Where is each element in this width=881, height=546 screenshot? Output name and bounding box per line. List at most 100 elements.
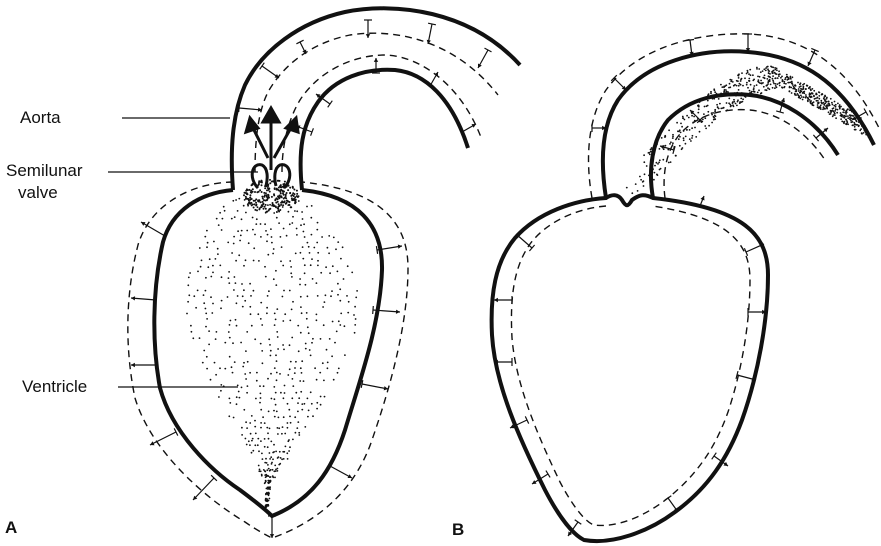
- stipple-dot: [249, 372, 251, 374]
- stipple-dot: [779, 73, 781, 75]
- stipple-dot: [245, 438, 247, 440]
- stipple-dot: [217, 253, 219, 255]
- stipple-dot: [274, 465, 276, 467]
- stipple-dot: [653, 179, 655, 181]
- stipple-dot: [826, 98, 828, 100]
- stipple-dot: [236, 403, 238, 405]
- stipple-dot: [760, 80, 762, 82]
- stipple-dot: [692, 135, 694, 137]
- stipple-dot: [244, 300, 246, 302]
- stipple-dot: [277, 180, 279, 182]
- stipple-dot: [643, 161, 645, 163]
- stipple-dot: [286, 202, 288, 204]
- stipple-dot: [221, 300, 223, 302]
- stipple-dot: [272, 253, 274, 255]
- stipple-dot: [206, 246, 208, 248]
- stipple-dot: [283, 290, 285, 292]
- stipple-dot: [857, 124, 859, 126]
- stipple-dot: [279, 373, 281, 375]
- stipple-dot: [772, 78, 774, 80]
- stipple-dot: [704, 106, 706, 108]
- stipple-dot: [837, 109, 839, 111]
- stipple-dot: [247, 385, 249, 387]
- stipple-dot: [281, 433, 283, 435]
- stipple-dot: [798, 90, 800, 92]
- stipple-dot: [846, 110, 848, 112]
- stipple-dot: [773, 81, 775, 83]
- stipple-dot: [322, 306, 324, 308]
- stipple-dot: [276, 372, 278, 374]
- stipple-dot: [267, 204, 269, 206]
- stipple-dot: [269, 204, 271, 206]
- stipple-dot: [650, 149, 652, 151]
- stipple-dot: [697, 105, 699, 107]
- stipple-dot: [242, 306, 244, 308]
- stipple-dot: [215, 338, 217, 340]
- stipple-dot: [683, 137, 685, 139]
- stipple-dot: [261, 191, 263, 193]
- stipple-dot: [354, 324, 356, 326]
- stipple-dot: [740, 101, 742, 103]
- stipple-dot: [229, 398, 231, 400]
- stipple-dot: [764, 75, 766, 77]
- stipple-dot: [300, 306, 302, 308]
- stipple-dot: [267, 295, 269, 297]
- stipple-dot: [301, 211, 303, 213]
- stipple-dot: [320, 272, 322, 274]
- stipple-dot: [779, 82, 781, 84]
- stipple-dot: [863, 132, 865, 134]
- stipple-dot: [788, 77, 790, 79]
- panel-b-drawing: [492, 34, 880, 541]
- stipple-dot: [294, 372, 296, 374]
- stipple-dot: [752, 74, 754, 76]
- stipple-dot: [245, 378, 247, 380]
- stipple-dot: [236, 302, 238, 304]
- stipple-dot: [708, 93, 710, 95]
- stipple-dot: [205, 308, 207, 310]
- stipple-dot: [683, 139, 685, 141]
- stipple-dot: [340, 313, 342, 315]
- stipple-dot: [731, 79, 733, 81]
- stipple-dot: [675, 155, 677, 157]
- stipple-dot: [751, 91, 753, 93]
- stipple-dot: [786, 74, 788, 76]
- stipple-dot: [337, 294, 339, 296]
- stipple-dot: [730, 106, 732, 108]
- stipple-dot: [247, 361, 249, 363]
- stipple-dot: [793, 86, 795, 88]
- stipple-dot: [672, 134, 674, 136]
- stipple-dot: [280, 202, 282, 204]
- stipple-dot: [192, 337, 194, 339]
- stipple-dot: [344, 354, 346, 356]
- stipple-dot: [777, 83, 779, 85]
- stipple-dot: [333, 379, 335, 381]
- stipple-dot: [682, 147, 684, 149]
- stipple-dot: [307, 295, 309, 297]
- stipple-dot: [210, 296, 212, 298]
- stipple-dot: [317, 260, 319, 262]
- stipple-dot: [252, 438, 254, 440]
- stipple-dot: [845, 115, 847, 117]
- stipple-dot: [231, 252, 233, 254]
- stipple-dot: [271, 236, 273, 238]
- stipple-dot: [269, 179, 271, 181]
- stipple-dot: [714, 90, 716, 92]
- stipple-dot: [277, 336, 279, 338]
- stipple-dot: [830, 98, 832, 100]
- stipple-dot: [232, 342, 234, 344]
- stipple-dot: [802, 99, 804, 101]
- stipple-dot: [256, 209, 258, 211]
- stipple-dot: [267, 500, 269, 502]
- stipple-dot: [204, 236, 206, 238]
- stipple-dot: [271, 463, 273, 465]
- stipple-dot: [284, 313, 286, 315]
- stipple-dot: [681, 126, 683, 128]
- stipple-dot: [282, 265, 284, 267]
- stipple-dot: [316, 319, 318, 321]
- stipple-dot: [818, 98, 820, 100]
- stipple-dot: [747, 70, 749, 72]
- stipple-dot: [222, 218, 224, 220]
- stipple-dot: [328, 252, 330, 254]
- wall-arrow-head: [131, 296, 135, 300]
- stipple-dot: [339, 300, 341, 302]
